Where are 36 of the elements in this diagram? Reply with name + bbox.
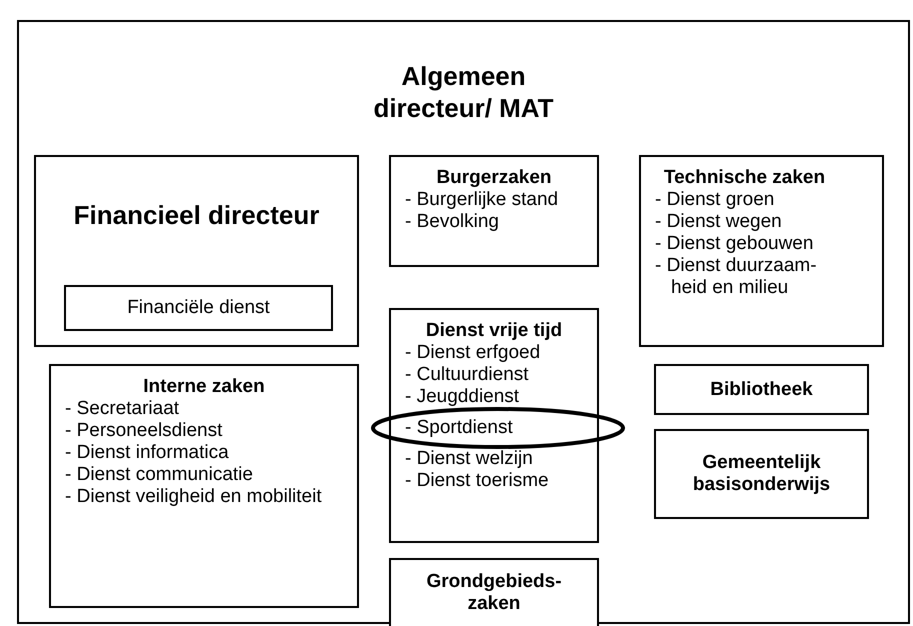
department-box: [49, 364, 359, 608]
frame-box: [17, 20, 910, 624]
list-item: - Sportdienst: [405, 417, 514, 439]
box-heading: Gemeentelijk basisonderwijs: [692, 452, 832, 496]
list-item: - Dienst wegen: [655, 211, 783, 233]
list-item: - Dienst groen: [655, 189, 776, 211]
box-heading: Financieel directeur: [72, 199, 320, 231]
department-box: [389, 155, 599, 267]
department-box: [654, 364, 869, 415]
chart-title: Algemeen directeur/ MAT: [372, 60, 555, 124]
list-item: - Dienst toerisme: [405, 470, 550, 492]
list-item: - Jeugddienst: [405, 386, 520, 408]
list-item: - Dienst veiligheid en mobiliteit: [65, 486, 323, 508]
list-item: - Dienst communicatie: [65, 464, 254, 486]
department-box: [64, 285, 333, 331]
box-heading: Grondgebieds- zaken: [425, 571, 563, 615]
box-heading: Bibliotheek: [709, 378, 814, 400]
department-box: [639, 155, 884, 347]
department-box: [654, 429, 869, 519]
box-heading: Interne zaken: [142, 376, 266, 398]
box-label: Financiële dienst: [126, 297, 271, 319]
list-item: - Dienst erfgoed: [405, 342, 542, 364]
box-heading: Technische zaken: [662, 167, 826, 189]
list-item: - Bevolking: [405, 211, 500, 233]
list-item: - Cultuurdienst: [405, 364, 530, 386]
list-item: - Dienst gebouwen: [655, 233, 814, 255]
list-item: - Dienst welzijn: [405, 448, 534, 470]
box-heading: Burgerzaken: [435, 167, 553, 189]
list-item: - Secretariaat: [65, 398, 180, 420]
department-box: [389, 558, 599, 626]
list-item: - Burgerlijke stand: [405, 189, 560, 211]
department-box: [34, 155, 359, 347]
list-item: - Dienst duurzaam- heid en milieu: [655, 255, 818, 299]
list-item: - Personeelsdienst: [65, 420, 224, 442]
list-item: - Dienst informatica: [65, 442, 230, 464]
box-heading: Dienst vrije tijd: [424, 320, 564, 342]
